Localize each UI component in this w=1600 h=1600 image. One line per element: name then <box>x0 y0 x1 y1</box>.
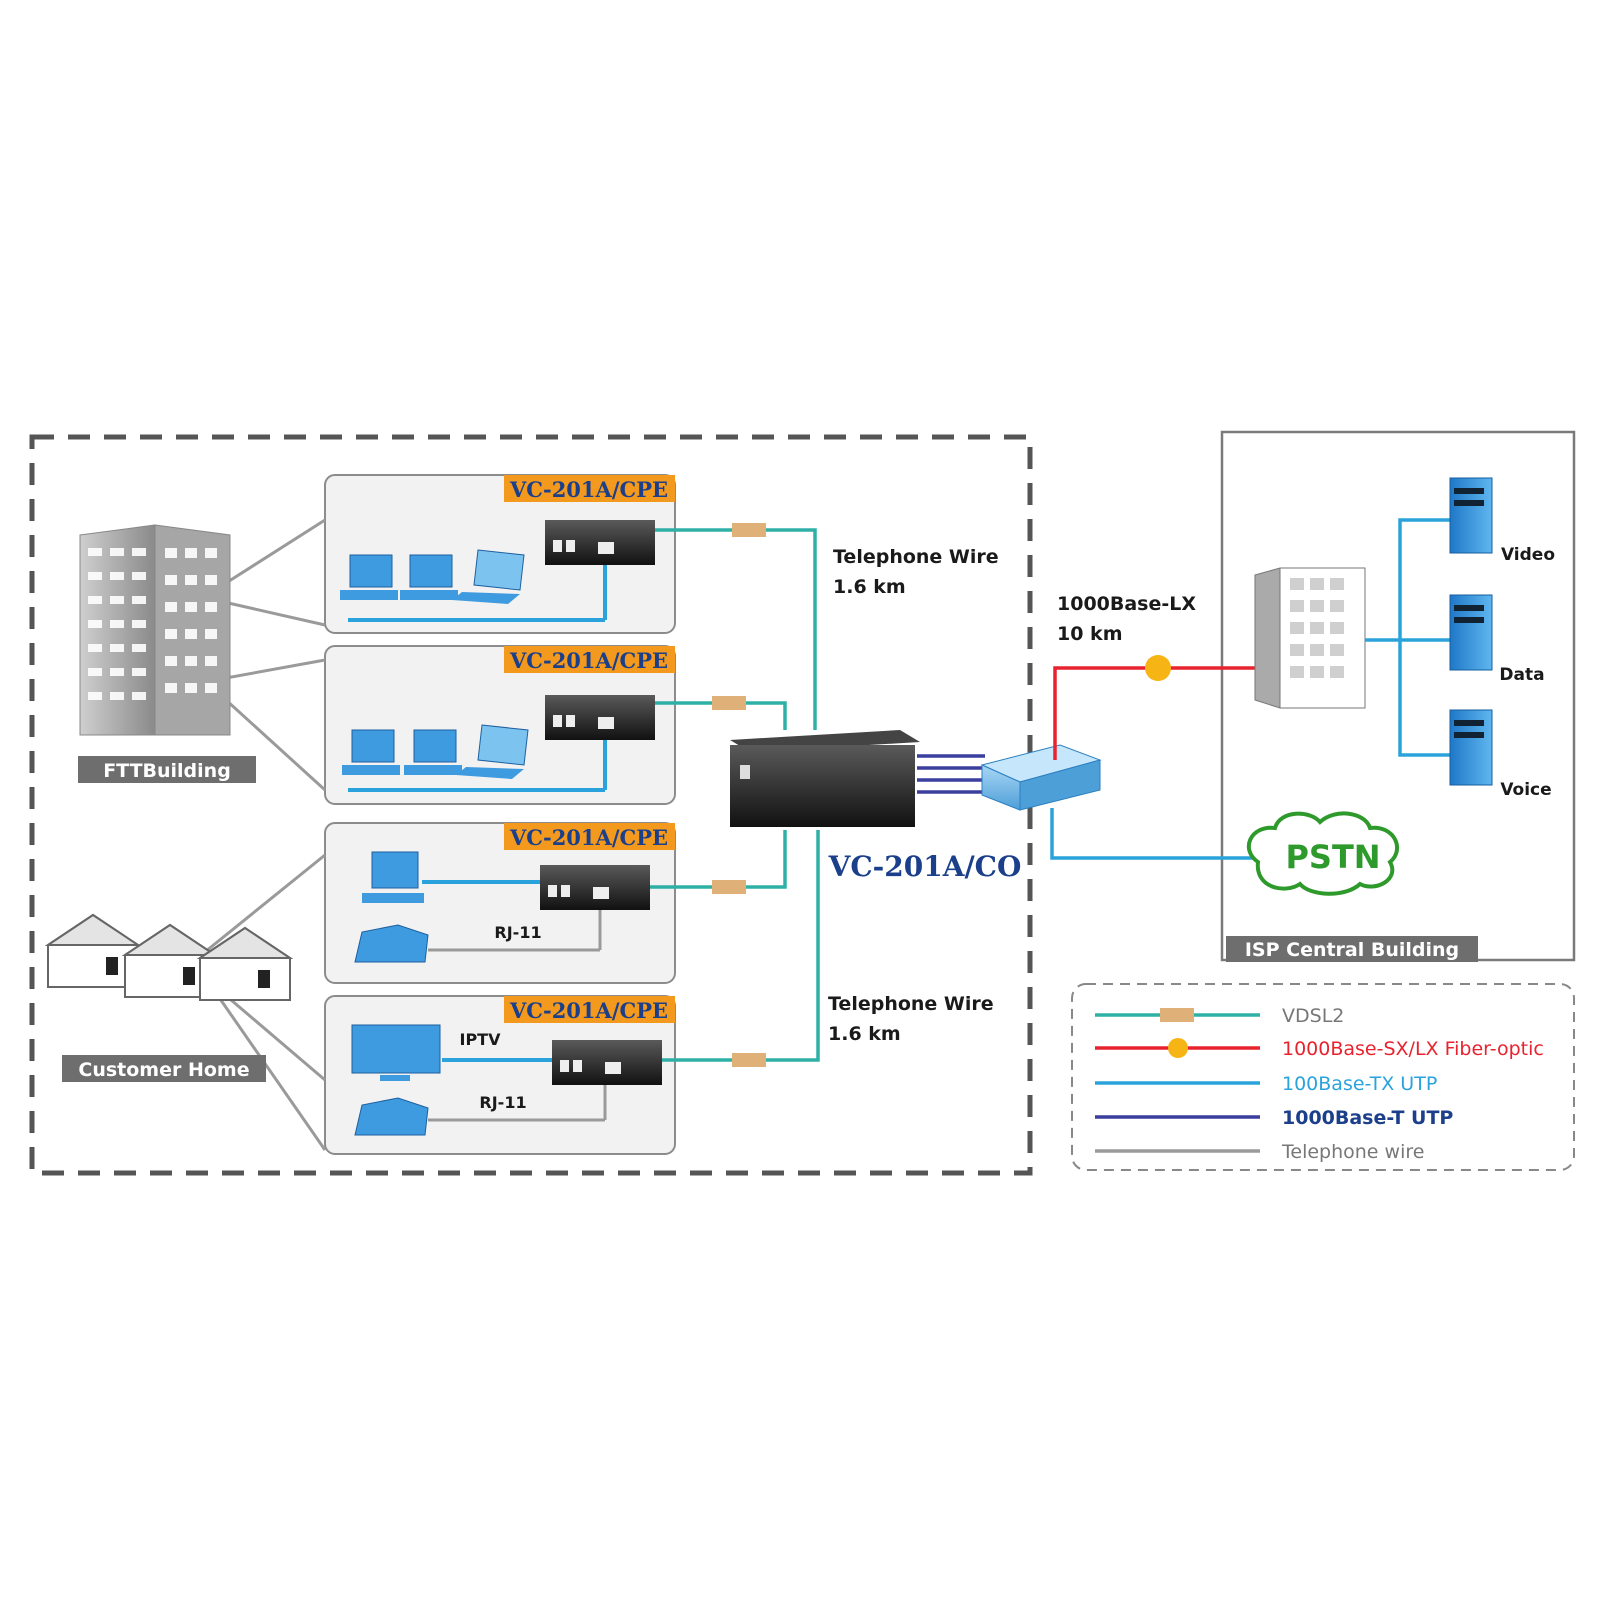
telephone-icon <box>354 1097 429 1136</box>
legend-vdsl-chip <box>1160 1008 1194 1022</box>
server-icon <box>1449 477 1493 554</box>
fttbuilding-tag <box>78 756 256 783</box>
vdsl-chips <box>712 523 766 1067</box>
telephone-wire-top-line1: Telephone Wire <box>833 546 999 568</box>
legend-label-vdsl: VDSL2 <box>1282 1005 1344 1027</box>
cpe-device-icon <box>552 1040 662 1085</box>
iptv-label: IPTV <box>460 1030 502 1049</box>
telephone-wire-bottom-line2: 1.6 km <box>828 1023 901 1045</box>
server-label-video: Video <box>1501 545 1555 565</box>
vdsl-links <box>650 528 820 1062</box>
cpe-device-icon <box>545 520 655 565</box>
legend-frame <box>1071 983 1575 1171</box>
computer-icon <box>340 554 398 600</box>
switch-icon <box>980 744 1102 811</box>
server-links <box>1365 518 1450 757</box>
isp-building-tag <box>1226 936 1478 962</box>
cpe-label-3: VC-201A/CPE <box>509 825 668 850</box>
legend: VDSL2 1000Base-SX/LX Fiber-optic 100Base… <box>1095 1005 1544 1163</box>
server-label-data: Data <box>1499 665 1544 685</box>
co-chassis-icon <box>730 730 920 827</box>
telephone-wire-top-line2: 1.6 km <box>833 576 906 598</box>
laptop-icon <box>452 549 525 604</box>
customer-home-label: Customer Home <box>78 1059 249 1081</box>
legend-label-utp100: 100Base-TX UTP <box>1282 1073 1437 1095</box>
cpe-panel-2 <box>324 645 676 805</box>
computer-icon <box>362 851 424 903</box>
server-label-voice: Voice <box>1500 780 1551 800</box>
rj11-label-b: RJ-11 <box>479 1093 526 1112</box>
pstn-link <box>1050 808 1255 860</box>
telephone-wire-bottom-line1: Telephone Wire <box>828 993 994 1015</box>
laptop-icon <box>456 724 529 779</box>
fiber-link-line1: 1000Base-LX <box>1057 593 1196 615</box>
cpe-label-1: VC-201A/CPE <box>509 477 668 502</box>
fttbuilding-label: FTTBuilding <box>103 760 231 782</box>
computer-icon <box>342 729 400 775</box>
cpe-label-2: VC-201A/CPE <box>509 648 668 673</box>
cpe-tag <box>504 996 675 1023</box>
pstn-label: PSTN <box>1285 838 1380 876</box>
server-icon <box>1449 709 1493 786</box>
fiber-link-line2: 10 km <box>1057 623 1123 645</box>
legend-label-utp1000: 1000Base-T UTP <box>1282 1107 1453 1129</box>
computer-icon <box>404 729 462 775</box>
telephone-icon <box>354 924 429 963</box>
gigabit-utp-links <box>917 754 985 794</box>
customer-home-tag <box>62 1055 266 1082</box>
customer-houses-icon <box>44 913 294 1001</box>
tv-icon <box>351 1024 441 1081</box>
isp-building-label: ISP Central Building <box>1245 939 1459 961</box>
rj11-label-a: RJ-11 <box>494 923 541 942</box>
cpe-device-icon <box>540 865 650 910</box>
legend-label-telephone: Telephone wire <box>1281 1141 1424 1163</box>
cpe-label-4: VC-201A/CPE <box>509 998 668 1023</box>
server-icon <box>1449 594 1493 671</box>
legend-label-fiber: 1000Base-SX/LX Fiber-optic <box>1282 1038 1544 1060</box>
cpe-device-icon <box>545 695 655 740</box>
cpe-tag <box>504 823 675 850</box>
fiber-chip <box>1145 655 1171 681</box>
co-label: VC-201A/CO <box>828 850 1022 883</box>
computer-icon <box>400 554 458 600</box>
legend-fiber-chip <box>1168 1038 1188 1058</box>
building-callout-lines <box>189 518 327 1151</box>
cpe-tag <box>504 646 675 673</box>
cpe-tag <box>504 475 675 502</box>
customer-site-frame <box>29 434 1033 1176</box>
fiber-link <box>1053 666 1258 760</box>
pstn-cloud-icon <box>1246 811 1400 896</box>
fttbuilding-icon <box>79 524 231 736</box>
isp-building-icon <box>1254 567 1366 709</box>
